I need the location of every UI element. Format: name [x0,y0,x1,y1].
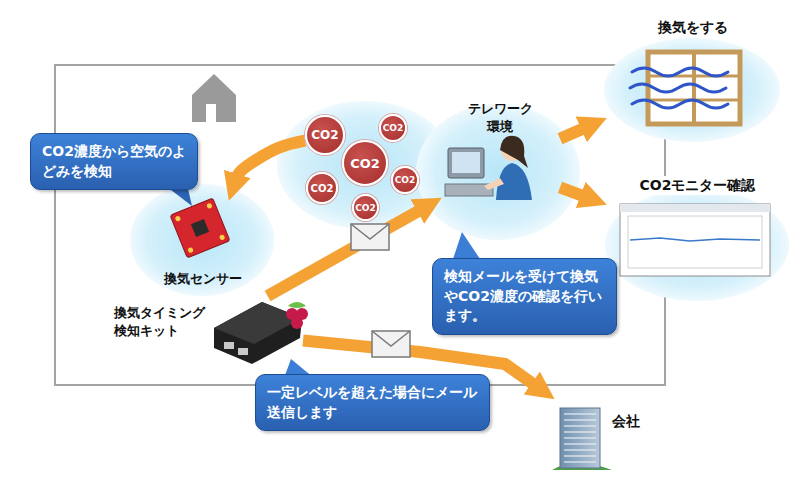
node-text: CO2 [355,203,376,213]
pi-port [224,342,234,349]
envelope-flap [351,224,389,239]
sensor-pcb [170,198,230,258]
monitor-line [630,238,760,241]
berry [291,317,303,329]
building-stripe [564,449,596,450]
monitor-screen [620,204,770,276]
node-text: CO2 [395,175,416,185]
monitor-area: CO2モニター確認 [605,176,790,301]
monitor-chart [628,216,762,268]
co2-circle: CO2 [352,194,379,221]
building-stripe [564,455,596,456]
building-stripe [564,425,596,426]
sensor-hole [175,215,182,222]
company-area: 会社 [552,398,660,473]
window-mullion [692,52,696,124]
monitor-header [620,204,770,212]
mail-envelope [372,331,410,357]
wind-waves [630,68,728,108]
pi-case [214,302,302,364]
envelope-flap [372,331,410,346]
window-bubble [604,38,780,142]
node-text: CO2 [311,128,338,142]
callout-box: CO2濃度から空気のよどみを検知 [30,133,198,190]
callout-box: 検知メールを受けて換気やCO2濃度の確認を行います。 [432,258,617,335]
sensor-bubble [130,184,274,296]
node-text: テレワーク 環境 [464,100,536,135]
envelope-body [351,224,389,250]
co2-circle: CO2 [379,114,407,142]
co2-circle: CO2 [391,166,419,194]
building-stripe [564,431,596,432]
node-text: 換気センサー [164,270,242,288]
ventilate-area: 換気をする [605,18,780,143]
envelope-body [372,331,410,357]
node-text: 検知メールを受けて換気やCO2濃度の確認を行います。 [444,267,605,326]
node-text: CO2モニター確認 [637,176,759,195]
berry-leaf [288,302,306,308]
house-door [206,104,216,122]
node-text: 換気をする [658,18,728,37]
mail-envelope [351,224,389,250]
building-windows [564,414,596,462]
pc-screen [452,152,480,173]
pi-port [238,348,248,355]
sensor-hole [206,203,213,210]
node-text: CO2濃度から空気のよどみを検知 [42,142,186,181]
wind-wave [630,84,726,92]
flow-arrow [268,208,425,296]
co2-circle: CO2 [306,172,338,204]
person-arm [484,178,504,190]
wind-wave [632,68,728,76]
building-stripe [564,419,596,420]
building-stripe [564,437,596,438]
sensor-area: 換気センサー [150,196,255,288]
pi-case-top [214,302,302,344]
sensor-hole [187,247,194,254]
building-stripe [564,443,596,444]
node-text: 一定レベルを超えた場合にメール送信します [267,383,478,422]
building [560,408,600,468]
kit-area: 換気タイミング 検知キット [108,296,303,366]
node-text: CO2 [311,183,334,194]
sensor-hole [219,234,226,241]
co2-circle: CO2 [342,140,388,186]
callout-box: 一定レベルを超えた場合にメール送信します [255,374,490,431]
node-text: 会社 [612,412,660,431]
raspberry-logo [286,302,308,329]
node-text: CO2 [350,156,380,171]
home-frame [55,65,665,385]
wind-wave [632,100,728,108]
person-hair [500,136,528,168]
node-text: 換気タイミング 検知キット [114,304,214,339]
house-icon [192,74,236,122]
flow-arrow [560,187,588,197]
co2-circle: CO2 [305,115,345,155]
flow-arrow [235,141,305,182]
monitor-bubble [605,189,789,301]
sensor-board [170,198,230,258]
pc-monitor [448,148,484,178]
telework-area: テレワーク 環境 [440,100,560,230]
building-stripe [564,461,596,462]
flow-arrow [560,126,589,139]
sensor-chip [191,219,209,237]
building-stripe [564,413,596,414]
node-text: CO2 [383,123,404,133]
